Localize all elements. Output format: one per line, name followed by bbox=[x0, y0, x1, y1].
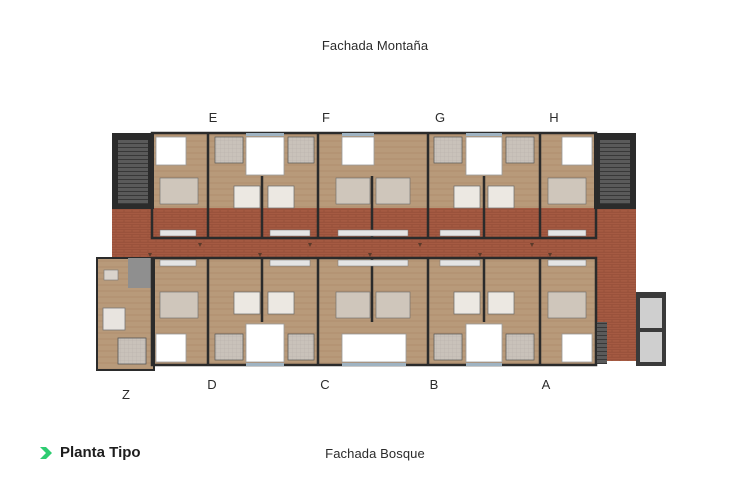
corridor-inner bbox=[152, 238, 596, 256]
unit-label-b: B bbox=[429, 377, 439, 392]
top-beds bbox=[233, 185, 515, 209]
bottom-facade-label: Fachada Bosque bbox=[325, 446, 425, 461]
kitchen-counters bbox=[159, 229, 587, 267]
window-strips bbox=[246, 133, 502, 366]
unit-label-d: D bbox=[207, 377, 217, 392]
top-terraces bbox=[155, 136, 593, 176]
legend-title: Planta Tipo bbox=[60, 444, 141, 461]
unit-label-a: A bbox=[541, 377, 551, 392]
chevron-arrow-icon bbox=[40, 446, 54, 459]
unit-label-e: E bbox=[208, 110, 218, 125]
top-facade-label: Fachada Montaña bbox=[321, 38, 429, 53]
bottom-beds bbox=[233, 291, 515, 315]
bottom-terraces bbox=[155, 323, 593, 363]
bottom-bathrooms bbox=[214, 333, 535, 361]
top-bathrooms bbox=[214, 136, 535, 164]
unit-label-c: C bbox=[320, 377, 330, 392]
bottom-living-areas bbox=[159, 291, 587, 319]
unit-label-h: H bbox=[549, 110, 559, 125]
legend: Planta Tipo bbox=[40, 444, 141, 461]
unit-label-g: G bbox=[434, 110, 446, 125]
entry-markers bbox=[148, 243, 552, 257]
top-living-areas bbox=[159, 177, 587, 205]
unit-label-f: F bbox=[322, 110, 330, 125]
unit-label-z: Z bbox=[122, 387, 130, 402]
small-stair-right bbox=[597, 322, 607, 364]
